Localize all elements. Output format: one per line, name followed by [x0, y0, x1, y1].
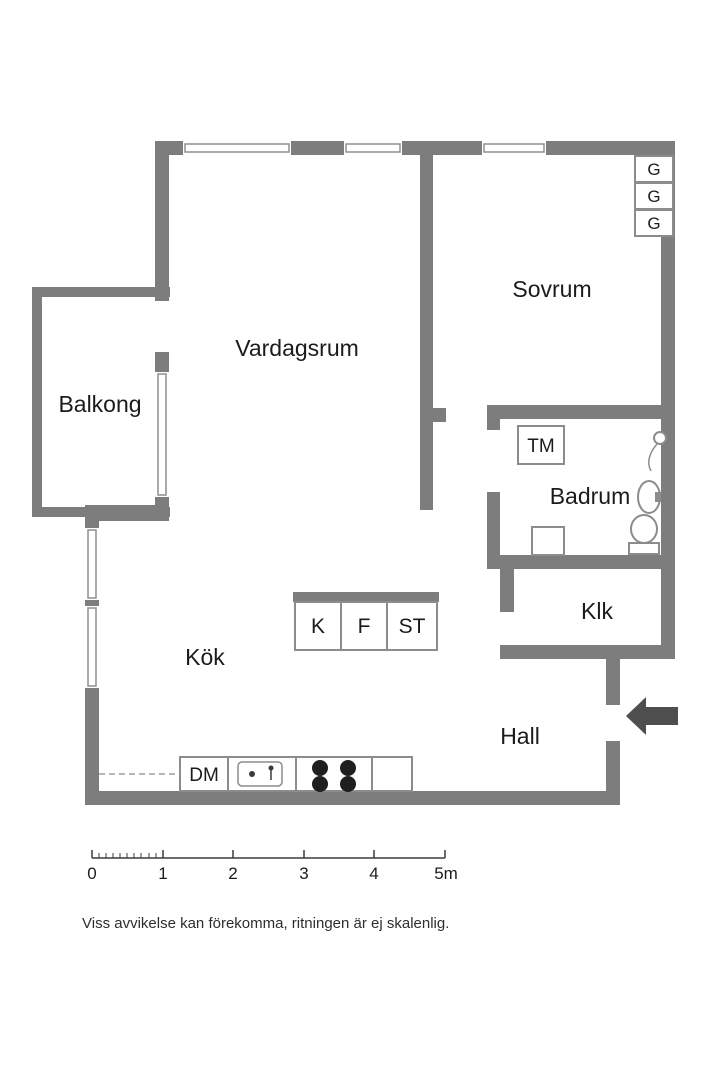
label-wardrobe-3: G: [647, 214, 660, 233]
scale-label-5m: 5m: [434, 864, 458, 883]
scale-bar: [91, 850, 446, 859]
bathroom-fixtures: [628, 431, 667, 555]
label-washing-machine: TM: [527, 436, 554, 457]
wall-entry-lower: [606, 741, 620, 805]
shower-head-icon: [653, 431, 667, 445]
room-label-kitchen: Kök: [185, 644, 225, 670]
window-top-living-2: [345, 143, 401, 153]
bathroom-cabinet-box: [531, 526, 565, 556]
shower-hose-icon: [648, 443, 658, 472]
room-label-bedroom: Sovrum: [512, 276, 591, 302]
wall-left-stub-1: [155, 352, 169, 372]
scale-major-ticks: [91, 850, 446, 858]
stove-burner-icon: [340, 776, 356, 792]
room-label-hall: Hall: [500, 723, 540, 749]
room-label-living: Vardagsrum: [235, 335, 359, 361]
room-labels: Vardagsrum Sovrum Balkong Badrum Kök Klk…: [58, 276, 630, 749]
wall-balcony-left: [32, 287, 42, 517]
label-fridge: K: [311, 615, 325, 638]
scale-labels: 0 1 2 3 4 5m: [87, 864, 458, 883]
window-frames: [87, 143, 545, 687]
scale-label-4: 4: [369, 864, 378, 883]
entrance-arrow-icon: [626, 697, 678, 735]
wall-hall-bathroom-upper: [487, 405, 500, 430]
wall-hall-bathroom-lower: [487, 492, 500, 569]
scale-label-2: 2: [228, 864, 237, 883]
sink-drain-icon: [249, 771, 255, 777]
window-kitchen-left-1: [87, 529, 97, 599]
wall-klk-bottom: [500, 645, 675, 659]
pantry-box: [386, 601, 438, 651]
label-wardrobe-2: G: [647, 187, 660, 206]
toilet-tank-icon: [628, 542, 660, 555]
room-label-balcony: Balkong: [58, 391, 141, 417]
label-freezer: F: [358, 615, 371, 638]
stove-burner-icon: [312, 760, 328, 776]
wall-divider-living-bedroom: [420, 155, 433, 510]
washing-machine-box: [517, 425, 565, 465]
label-dishwasher: DM: [189, 765, 219, 786]
wall-entry-upper: [606, 659, 620, 705]
room-label-bathroom: Badrum: [550, 483, 631, 509]
disclaimer-text: Viss avvikelse kan förekomma, ritningen …: [82, 915, 449, 932]
wall-left-upper: [155, 141, 169, 301]
appliance-labels: TM DM K F ST G G G: [189, 160, 660, 786]
scale-minor-ticks: [98, 853, 157, 858]
wall-klk-left: [500, 569, 514, 612]
scale-label-3: 3: [299, 864, 308, 883]
window-kitchen-left-2: [87, 607, 97, 687]
kitchen-fixtures: [99, 760, 356, 792]
freezer-box: [340, 601, 388, 651]
room-label-closet: Klk: [581, 598, 613, 624]
wall-right: [661, 141, 675, 659]
window-balcony-door-side: [157, 373, 167, 496]
stove-burner-icon: [340, 760, 356, 776]
kitchen-sink-icon: [237, 761, 283, 787]
wall-bathroom-top: [487, 405, 675, 419]
walls: [32, 141, 675, 805]
wall-left-connector: [85, 505, 169, 521]
label-wardrobe-1: G: [647, 160, 660, 179]
scale-label-1: 1: [158, 864, 167, 883]
wall-divider-stub: [433, 408, 446, 422]
label-pantry: ST: [399, 615, 426, 638]
stove-burner-icon: [312, 776, 328, 792]
wardrobe-box-1: [634, 155, 674, 183]
scale-label-0: 0: [87, 864, 96, 883]
washbasin-tap-icon: [655, 492, 661, 502]
wall-balcony-top: [32, 287, 170, 297]
wall-kfst-top: [293, 592, 439, 602]
fridge-box: [294, 601, 342, 651]
wall-bottom: [85, 791, 620, 805]
fixtures: [179, 155, 674, 792]
window-top-bedroom: [483, 143, 545, 153]
wardrobe-box-3: [634, 209, 674, 237]
toilet-bowl-icon: [630, 514, 658, 544]
window-top-living-1: [184, 143, 290, 153]
wall-bathroom-klk: [487, 555, 675, 569]
